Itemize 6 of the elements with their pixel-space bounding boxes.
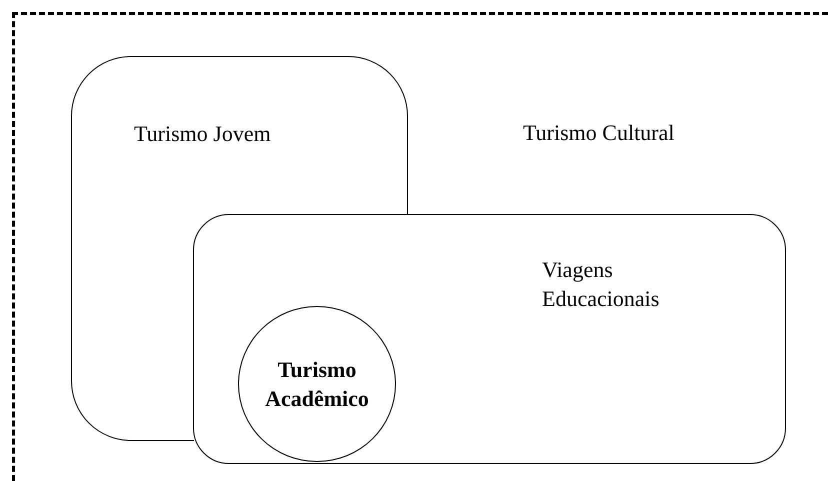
region-label: Viagens Educacionais [542, 256, 660, 313]
region-label: Turismo Jovem [134, 120, 271, 148]
dashed-region [12, 12, 828, 481]
rounded-box [193, 214, 786, 464]
region-label: Turismo Acadêmico [264, 356, 370, 413]
region-label: Turismo Cultural [523, 119, 674, 147]
